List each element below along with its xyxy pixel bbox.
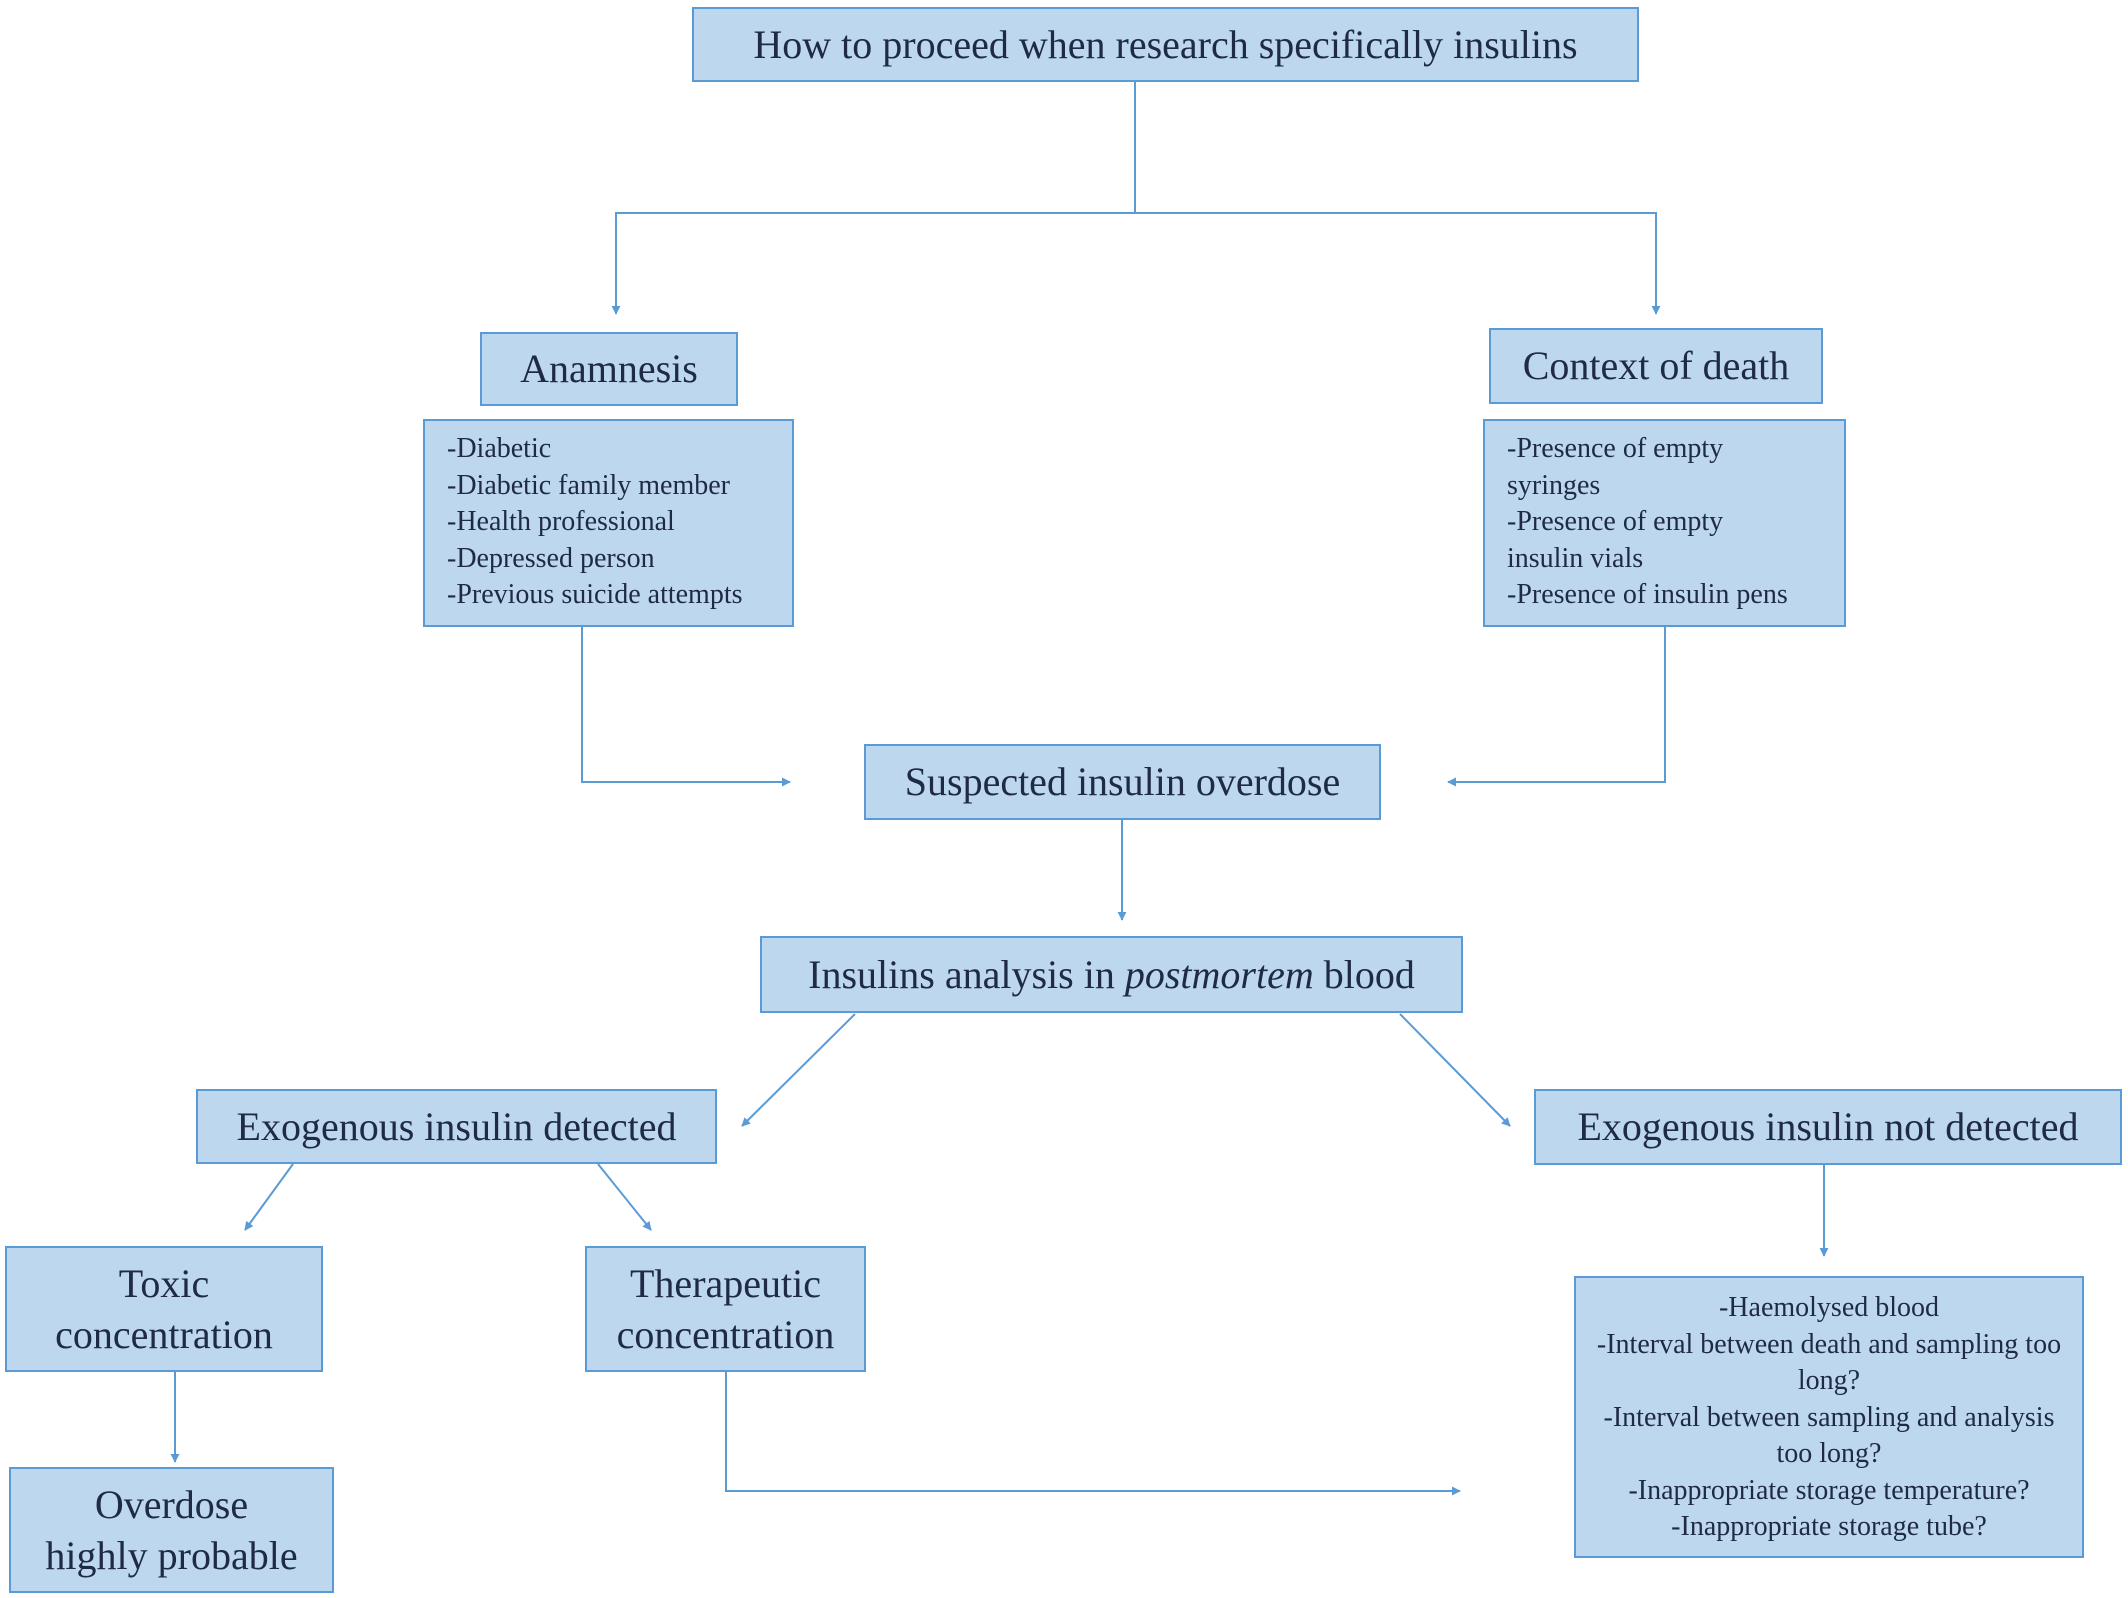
context-item: -Presence of insulin pens — [1507, 579, 1788, 610]
top-question-box: How to proceed when research specificall… — [692, 7, 1639, 82]
toxic-line-2: concentration — [55, 1312, 273, 1357]
anamnesis-item: -Health professional — [447, 506, 675, 537]
overdose-line-1: Overdose — [94, 1481, 249, 1527]
therapeutic-concentration-box: Therapeutic concentration — [585, 1246, 866, 1372]
connector-anamnesis-to-suspected — [581, 627, 791, 787]
top-question-text: How to proceed when research specificall… — [753, 21, 1578, 67]
therapeutic-line-2: concentration — [616, 1312, 835, 1357]
analysis-text-suffix: blood — [1313, 951, 1415, 997]
connector-detected-to-toxic — [244, 1163, 294, 1231]
connector-analysis-to-detected — [741, 1013, 856, 1127]
toxic-line-1: Toxic — [118, 1260, 210, 1306]
suspected-overdose-text: Suspected insulin overdose — [904, 759, 1341, 805]
anamnesis-item: -Depressed person — [447, 542, 655, 574]
connector-top-to-context — [1135, 212, 1661, 315]
analysis-text: Insulins analysis in postmortem blood — [808, 949, 1415, 1000]
overdose-probable-text: Overdose highly probable — [45, 1479, 297, 1581]
not-detected-reasons-box: -Haemolysed blood -Interval between deat… — [1574, 1276, 2084, 1558]
connector-analysis-to-not-detected — [1399, 1013, 1511, 1127]
exogenous-detected-text: Exogenous insulin detected — [236, 1103, 677, 1149]
anamnesis-title: Anamnesis — [520, 346, 698, 392]
anamnesis-box: Anamnesis — [480, 332, 738, 406]
reason-item: -Interval between sampling and analysis … — [1603, 1401, 2055, 1470]
context-criteria-box: -Presence of empty syringes -Presence of… — [1483, 419, 1846, 627]
reason-item: -Haemolysed blood — [1718, 1292, 1940, 1323]
overdose-probable-box: Overdose highly probable — [9, 1467, 334, 1593]
context-of-death-title: Context of death — [1522, 343, 1790, 389]
connector-top-to-anamnesis — [611, 82, 1136, 315]
anamnesis-item: -Previous suicide attempts — [447, 579, 743, 610]
context-of-death-box: Context of death — [1489, 328, 1823, 404]
overdose-line-2: highly probable — [45, 1533, 298, 1578]
reason-item: -Inappropriate storage temperature? — [1628, 1474, 2030, 1506]
analysis-box: Insulins analysis in postmortem blood — [760, 936, 1463, 1013]
anamnesis-item: -Diabetic family member — [447, 469, 730, 501]
toxic-concentration-box: Toxic concentration — [5, 1246, 323, 1372]
context-item: -Presence of empty — [1507, 433, 1724, 464]
analysis-text-prefix: Insulins analysis in — [808, 951, 1125, 997]
context-item: syringes — [1507, 469, 1601, 501]
therapeutic-concentration-text: Therapeutic concentration — [617, 1258, 835, 1360]
anamnesis-criteria-box: -Diabetic -Diabetic family member -Healt… — [423, 419, 794, 627]
connector-detected-to-therapeutic — [597, 1163, 652, 1231]
context-item: -Presence of empty — [1507, 506, 1724, 537]
exogenous-not-detected-text: Exogenous insulin not detected — [1577, 1104, 2079, 1150]
therapeutic-line-1: Therapeutic — [630, 1260, 821, 1306]
exogenous-detected-box: Exogenous insulin detected — [196, 1089, 717, 1164]
context-item: insulin vials — [1507, 542, 1644, 574]
anamnesis-item: -Diabetic — [447, 433, 552, 464]
connector-context-to-suspected — [1447, 627, 1666, 787]
analysis-text-emphasis: postmortem — [1124, 951, 1314, 997]
reason-item: -Inappropriate storage tube? — [1671, 1511, 1987, 1542]
suspected-overdose-box: Suspected insulin overdose — [864, 744, 1381, 820]
exogenous-not-detected-box: Exogenous insulin not detected — [1534, 1089, 2122, 1165]
reason-item: -Interval between death and sampling too… — [1596, 1328, 2062, 1397]
toxic-concentration-text: Toxic concentration — [55, 1258, 273, 1360]
connector-therapeutic-to-reasons — [725, 1372, 1461, 1496]
